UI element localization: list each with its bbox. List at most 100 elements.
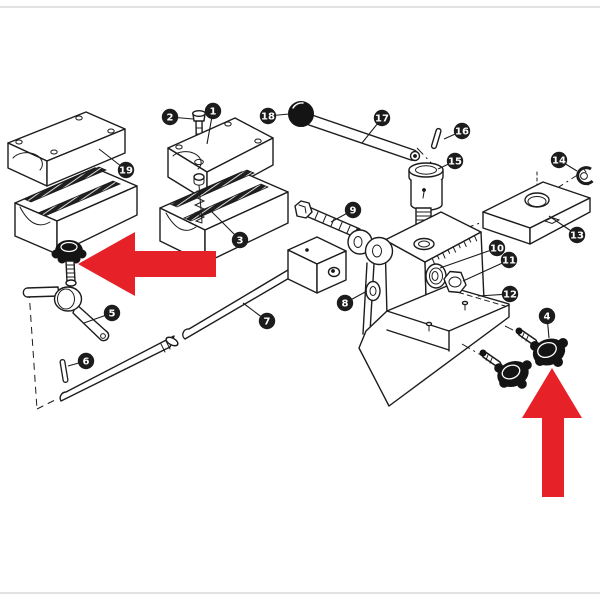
callout-18: 18 <box>259 107 290 125</box>
callout-leader-line <box>439 247 498 269</box>
callout-bubble <box>77 352 95 370</box>
pin-6 <box>59 359 69 383</box>
callout-number: 6 <box>83 357 90 368</box>
callout-bubble <box>550 151 568 169</box>
callout-number: 14 <box>552 156 566 167</box>
callout-13: 13 <box>548 215 586 244</box>
clamp-liner-front-19 <box>36 180 122 217</box>
rod-block <box>287 236 347 294</box>
callout-number: 4 <box>544 312 551 323</box>
hex-nut-11 <box>443 270 467 294</box>
callout-bubble <box>344 201 362 219</box>
callout-12: 12 <box>477 285 519 303</box>
clamp-liner-rear-3 <box>168 169 256 208</box>
star-knob-upper <box>51 240 87 295</box>
callout-number: 7 <box>264 317 271 328</box>
callout-number: 18 <box>261 112 275 123</box>
callout-bubble <box>103 304 121 322</box>
handle-ball-18 <box>288 101 314 127</box>
clamp-liner-front-3 <box>182 183 270 222</box>
callout-number: 2 <box>167 113 174 124</box>
callout-number: 17 <box>375 114 389 125</box>
bushing-washer-10 <box>425 263 447 289</box>
callout-7: 7 <box>242 302 276 330</box>
callout-11: 11 <box>462 251 518 282</box>
callout-number: 12 <box>503 290 517 301</box>
adjuster-assembly <box>408 127 444 232</box>
caliper-arm-5 <box>22 286 110 342</box>
handle-assembly <box>288 101 421 162</box>
body-base <box>358 285 510 407</box>
clamp-liner-rear-19 <box>22 166 108 203</box>
callout-3: 3 <box>210 210 249 249</box>
callout-number: 16 <box>455 127 469 138</box>
base-screw-2 <box>425 321 433 332</box>
callout-5: 5 <box>83 304 121 324</box>
main-body-12 <box>347 211 510 407</box>
pivot-ear-front <box>364 236 394 266</box>
page-frame <box>0 6 600 594</box>
gauge-tick-marks <box>431 235 478 264</box>
callout-16: 16 <box>443 122 471 140</box>
callout-bubble <box>453 122 471 140</box>
callout-8: 8 <box>336 290 368 312</box>
pin-16 <box>430 127 442 150</box>
callout-bubble <box>231 231 249 249</box>
callout-14: 14 <box>550 151 578 172</box>
body-threaded-hole <box>413 237 435 251</box>
callout-17: 17 <box>361 109 391 144</box>
callout-2: 2 <box>161 108 194 126</box>
washer-8 <box>365 280 381 302</box>
clamp-assembly-1-2-3 <box>159 109 289 264</box>
callout-6: 6 <box>67 352 95 370</box>
callout-number: 11 <box>502 256 516 267</box>
callout-bubble <box>538 307 556 325</box>
star-knob-4 <box>515 327 568 367</box>
retaining-clip-14 <box>576 166 594 186</box>
callout-15: 15 <box>437 152 464 170</box>
assembly-boundary-dashes <box>28 290 58 410</box>
axle-tube <box>59 335 179 402</box>
clamp-assembly-19 <box>7 111 138 255</box>
caliper-assembly-5 <box>22 240 110 342</box>
callout-number: 10 <box>490 244 504 255</box>
callout-bubble <box>336 294 354 312</box>
callout-number: 13 <box>570 231 584 242</box>
callout-number: 19 <box>119 166 133 177</box>
red-arrows <box>78 232 582 497</box>
callout-bubble <box>488 239 506 257</box>
red-arrow-left <box>78 232 216 296</box>
clamp-cap-block-19 <box>7 111 126 187</box>
star-knob-4-twin <box>479 349 532 389</box>
callout-bubble <box>373 109 391 127</box>
callout-bubble <box>259 107 277 125</box>
callout-number: 1 <box>210 107 217 118</box>
callout-4: 4 <box>538 307 556 339</box>
adjuster-screw-15 <box>408 162 444 232</box>
callout-bubble <box>117 161 135 179</box>
callout-bubble <box>204 102 222 120</box>
handle-rod-17 <box>305 114 419 161</box>
clamp-spring-3 <box>193 184 206 224</box>
callout-1: 1 <box>204 102 222 145</box>
clamp-base-block-3 <box>159 169 289 264</box>
callout-number: 5 <box>109 309 116 320</box>
callout-bubble <box>568 226 586 244</box>
callout-number: 9 <box>350 206 357 217</box>
callout-bubble <box>258 312 276 330</box>
callout-bubble <box>161 108 179 126</box>
callout-number: 15 <box>448 157 462 168</box>
callout-bubble <box>500 251 518 269</box>
callout-bubble <box>501 285 519 303</box>
red-arrow-up <box>522 368 582 497</box>
callout-number: 8 <box>342 299 349 310</box>
callout-number: 3 <box>237 236 244 247</box>
callout-leader-line <box>462 259 510 282</box>
callout-19: 19 <box>98 148 135 179</box>
mount-plate-13 <box>482 181 591 245</box>
callout-10: 10 <box>439 239 506 269</box>
callout-bubble <box>446 152 464 170</box>
